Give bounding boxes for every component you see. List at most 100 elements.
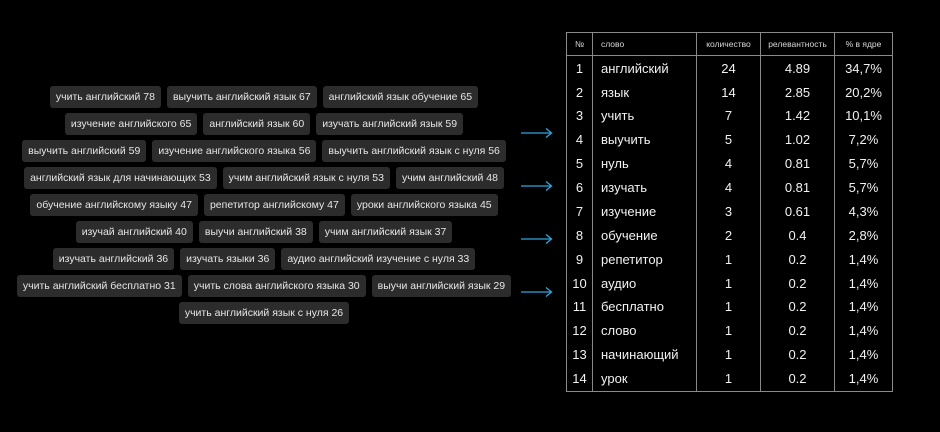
cell-core-percent: 1,4% [834, 271, 893, 296]
header-relevance: релевантность [760, 32, 835, 56]
keyword-tag: английский язык 60 [203, 113, 311, 135]
cell-relevance: 1.42 [760, 104, 835, 128]
keyword-tag: учить английский язык с нуля 26 [178, 302, 350, 324]
cell-word: выучить [592, 127, 697, 152]
header-number: № [566, 32, 593, 56]
cell-count: 4 [696, 175, 761, 200]
cell-word: бесплатно [592, 295, 697, 319]
cell-relevance: 0.2 [760, 366, 835, 392]
cell-core-percent: 4,3% [834, 199, 893, 224]
cell-word: английский [592, 55, 697, 81]
cell-word: слово [592, 318, 697, 343]
cell-word: аудио [592, 271, 697, 296]
cell-count: 1 [696, 295, 761, 319]
cell-count: 5 [696, 127, 761, 152]
cell-core-percent: 1,4% [834, 318, 893, 343]
keyword-tag: выучи английский 38 [198, 221, 313, 243]
arrow-right-icon [520, 233, 554, 245]
cell-core-percent: 1,4% [834, 247, 893, 272]
cell-word: язык [592, 80, 697, 105]
cell-core-percent: 1,4% [834, 342, 893, 367]
cell-number: 9 [566, 247, 593, 272]
keyword-tag: выучить английский 59 [22, 140, 147, 162]
cell-core-percent: 2,8% [834, 223, 893, 248]
cell-number: 12 [566, 318, 593, 343]
cell-word: урок [592, 366, 697, 392]
keyword-tag: обучение английскому языку 47 [30, 194, 198, 216]
keyword-tag: английский язык для начинающих 53 [24, 167, 217, 189]
keyword-tag: учить английский бесплатно 31 [16, 275, 182, 297]
tag-row: учить английский язык с нуля 26 [24, 302, 504, 324]
cell-relevance: 0.2 [760, 342, 835, 367]
keyword-tag: выучить английский язык 67 [166, 86, 317, 108]
cell-core-percent: 5,7% [834, 175, 893, 200]
cell-count: 1 [696, 318, 761, 343]
cell-core-percent: 7,2% [834, 127, 893, 152]
cell-relevance: 0.81 [760, 175, 835, 200]
cell-word: учить [592, 104, 697, 128]
keyword-tag: изучение английского 65 [64, 113, 198, 135]
keyword-tag: изучать английский язык 59 [316, 113, 464, 135]
keyword-tag: выучи английский язык 29 [371, 275, 512, 297]
keyword-tag: изучать языки 36 [180, 248, 276, 270]
cell-number: 6 [566, 175, 593, 200]
keyword-tag: репетитор английскому 47 [203, 194, 345, 216]
cell-count: 1 [696, 342, 761, 367]
cell-relevance: 0.81 [760, 151, 835, 176]
keyword-tag: уроки английского языка 45 [350, 194, 498, 216]
cell-number: 3 [566, 104, 593, 128]
arrow-right-icon [520, 286, 554, 298]
keyword-tag: учим английский язык с нуля 53 [222, 167, 390, 189]
cell-word: начинающий [592, 342, 697, 367]
cell-core-percent: 34,7% [834, 55, 893, 81]
arrow-right-icon [520, 127, 554, 139]
cell-number: 1 [566, 55, 593, 81]
cell-relevance: 1.02 [760, 127, 835, 152]
cell-number: 2 [566, 80, 593, 105]
cell-word: репетитор [592, 247, 697, 272]
cell-number: 13 [566, 342, 593, 367]
cell-relevance: 0.61 [760, 199, 835, 224]
cell-word: изучение [592, 199, 697, 224]
cell-relevance: 0.2 [760, 271, 835, 296]
cell-count: 4 [696, 151, 761, 176]
cell-count: 3 [696, 199, 761, 224]
cell-relevance: 4.89 [760, 55, 835, 81]
cell-number: 11 [566, 295, 593, 319]
cell-word: изучать [592, 175, 697, 200]
cell-count: 2 [696, 223, 761, 248]
cell-core-percent: 1,4% [834, 295, 893, 319]
cell-relevance: 0.2 [760, 247, 835, 272]
cell-number: 8 [566, 223, 593, 248]
word-frequency-table: № слово количество релевантность % в ядр… [566, 32, 893, 392]
keyword-tag: учим английский язык 37 [318, 221, 453, 243]
header-core-percent: % в ядре [834, 32, 893, 56]
cell-core-percent: 5,7% [834, 151, 893, 176]
arrow-right-icon [520, 180, 554, 192]
cell-word: нуль [592, 151, 697, 176]
keyword-tag: изучение английского языка 56 [152, 140, 317, 162]
cell-number: 10 [566, 271, 593, 296]
keyword-tag: английский язык обучение 65 [322, 86, 479, 108]
keyword-tag: учим английский 48 [395, 167, 504, 189]
header-word: слово [592, 32, 697, 56]
cell-count: 1 [696, 271, 761, 296]
